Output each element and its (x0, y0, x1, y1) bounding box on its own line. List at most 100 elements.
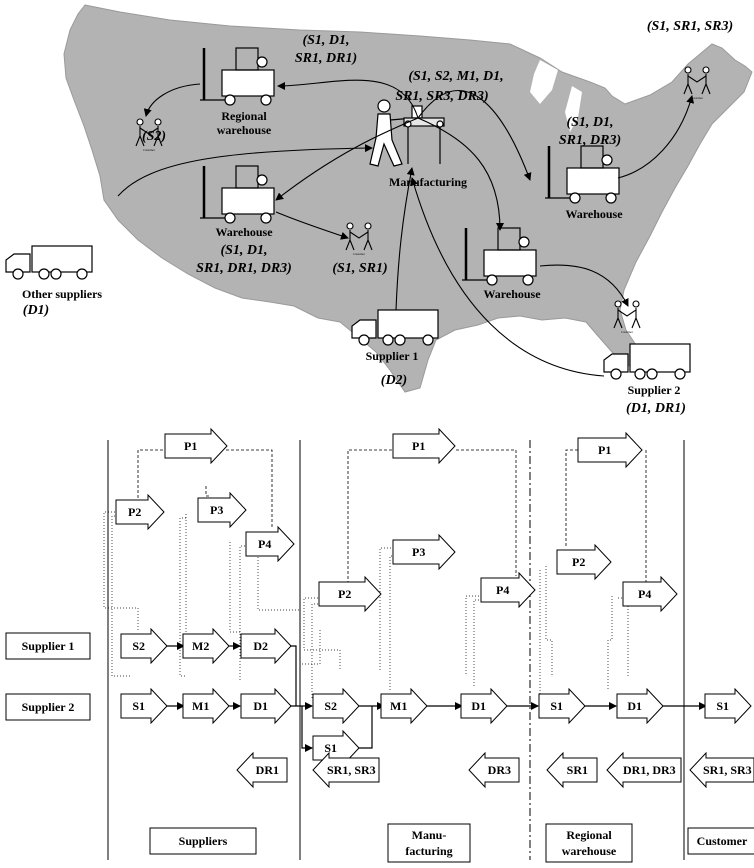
regional-plan-p4: P4 (622, 575, 678, 613)
suppliers-source-s1-label: S1 (132, 699, 145, 713)
lake-michigan (565, 86, 582, 132)
suppliers-make-m1: M1 (182, 687, 230, 725)
manufacturing-plan-p4-label: P4 (496, 583, 509, 597)
regional-plan-p1-label: P1 (598, 443, 611, 457)
supplier2-truck-icon (603, 343, 691, 380)
regional-plan-p1: P1 (577, 431, 643, 469)
regional-codes-line2: SR1, DR1) (295, 51, 357, 66)
supplier2-codes: (D1, DR1) (626, 401, 686, 416)
manufacturing-codes-line2: SR1, SR3, DR3) (395, 89, 488, 104)
warehouse-east-forklift-icon (545, 145, 620, 204)
suppliers-source-s2-label: S2 (132, 639, 145, 653)
regional-return-dr1-dr3-label: DR1, DR3 (623, 763, 676, 777)
regional-deliver-d1: D1 (616, 687, 664, 725)
customer-se-caption: Customer (621, 330, 633, 334)
supplier1-codes: (D2) (381, 373, 407, 388)
customer-return-sr1-sr3-label: SR1, SR3 (703, 763, 752, 777)
warehouse-west-label: Warehouse (215, 225, 273, 239)
customer-ne-icon: Customer (683, 66, 711, 100)
warehouse-west-codes-line2: SR1, DR1, DR3) (196, 261, 292, 276)
column-label-suppliers-text: Suppliers (179, 834, 228, 848)
column-label-manufacturing: Manu- facturing (387, 823, 471, 863)
customer-mid-icon: Customer (345, 222, 373, 256)
regional-return-dr1-dr3: DR1, DR3 (606, 751, 682, 789)
customer-source-s1: S1 (704, 687, 752, 725)
other-suppliers-truck-icon (5, 245, 93, 280)
customer-nw-codes: (S2) (142, 129, 166, 144)
supplier1-truck-icon (351, 309, 439, 346)
warehouse-south-label: Warehouse (483, 287, 541, 301)
manufacturing-deliver-d1: D1 (460, 687, 508, 725)
column-label-manufacturing-line1: Manu- (412, 828, 447, 842)
manufacturing-deliver-d1-label: D1 (471, 699, 486, 713)
manufacturing-plan-p3-label: P3 (412, 545, 425, 559)
manufacturing-return-dr3: DR3 (468, 751, 520, 789)
suppliers-plan-p3-label: P3 (210, 503, 223, 517)
column-label-customer: Customer (687, 827, 754, 855)
suppliers-plan-p4-label: P4 (258, 537, 271, 551)
regional-plan-p2-label: P2 (572, 555, 585, 569)
manufacturing-return-sr1-sr3-label: SR1, SR3 (327, 763, 376, 777)
row-label-supplier2: Supplier 2 (5, 693, 91, 721)
warehouse-east-label: Warehouse (565, 207, 623, 221)
manufacturing-plan-p2: P2 (318, 575, 382, 613)
customer-se-icon: Customer (613, 300, 641, 334)
planning-dotted-connectors (103, 511, 629, 700)
customer-return-sr1-sr3: SR1, SR3 (689, 751, 754, 789)
suppliers-plan-p3: P3 (197, 491, 247, 529)
suppliers-plan-p1-label: P1 (184, 439, 197, 453)
suppliers-plan-p1: P1 (164, 427, 228, 465)
warehouse-south-forklift-icon (462, 227, 537, 286)
suppliers-plan-p2: P2 (115, 493, 165, 531)
regional-label-line1: Regional (221, 109, 267, 123)
manufacturing-source-s1: S1 (312, 729, 360, 767)
row-label-supplier2-text: Supplier 2 (22, 700, 75, 714)
supplier1-label: Supplier 1 (366, 349, 419, 363)
manufacturing-source-s2-label: S2 (324, 699, 337, 713)
column-label-manufacturing-line2: facturing (405, 844, 452, 858)
suppliers-source-s1: S1 (120, 687, 168, 725)
warehouse-east-codes-line1: (S1, D1, (566, 115, 613, 130)
regional-warehouse-forklift-icon (200, 47, 275, 106)
column-separators (107, 440, 685, 860)
column-label-regional-warehouse: Regional warehouse (545, 823, 633, 863)
suppliers-make-m1-label: M1 (192, 699, 209, 713)
column-label-customer-text: Customer (697, 834, 748, 848)
manufacturing-worker-icon (369, 99, 445, 167)
execution-flow-arrows (164, 642, 707, 752)
suppliers-deliver-d2-label: D2 (253, 639, 268, 653)
suppliers-return-dr1-label: DR1 (256, 763, 279, 777)
warehouse-east-codes-line2: SR1, DR3) (559, 133, 621, 148)
column-label-regional-line1: Regional (566, 828, 612, 842)
manufacturing-plan-p1: P1 (392, 427, 456, 465)
map-flow-arrows (117, 79, 695, 377)
suppliers-deliver-d2: D2 (240, 627, 292, 665)
manufacturing-make-m1-label: M1 (390, 699, 407, 713)
warehouse-west-forklift-icon (200, 165, 275, 224)
manufacturing-source-s1-label: S1 (324, 741, 337, 755)
regional-label-line2: warehouse (217, 123, 272, 137)
row-label-supplier1-text: Supplier 1 (22, 639, 75, 653)
column-label-suppliers: Suppliers (149, 827, 257, 855)
manufacturing-return-sr1-sr3: SR1, SR3 (312, 751, 380, 789)
supplier2-label: Supplier 2 (628, 383, 681, 397)
regional-plan-p2: P2 (556, 543, 612, 581)
other-suppliers-codes: (D1) (23, 303, 49, 318)
manufacturing-return-dr3-label: DR3 (488, 763, 511, 777)
customer-ne-caption: Customer (691, 96, 703, 100)
manufacturing-plan-p2-label: P2 (338, 587, 351, 601)
suppliers-deliver-d1-label: D1 (253, 699, 268, 713)
suppliers-plan-p4: P4 (245, 525, 295, 563)
warehouse-west-codes-line1: (S1, D1, (220, 243, 267, 258)
regional-return-sr1: SR1 (546, 751, 598, 789)
regional-plan-p4-label: P4 (638, 587, 651, 601)
suppliers-return-dr1: DR1 (236, 751, 288, 789)
regional-deliver-d1-label: D1 (627, 699, 642, 713)
column-label-regional-line2: warehouse (562, 844, 617, 858)
manufacturing-plan-p1-label: P1 (412, 439, 425, 453)
other-suppliers-label: Other suppliers (22, 287, 102, 301)
customer-nw-caption: Customer (143, 148, 155, 152)
suppliers-make-m2: M2 (182, 627, 230, 665)
